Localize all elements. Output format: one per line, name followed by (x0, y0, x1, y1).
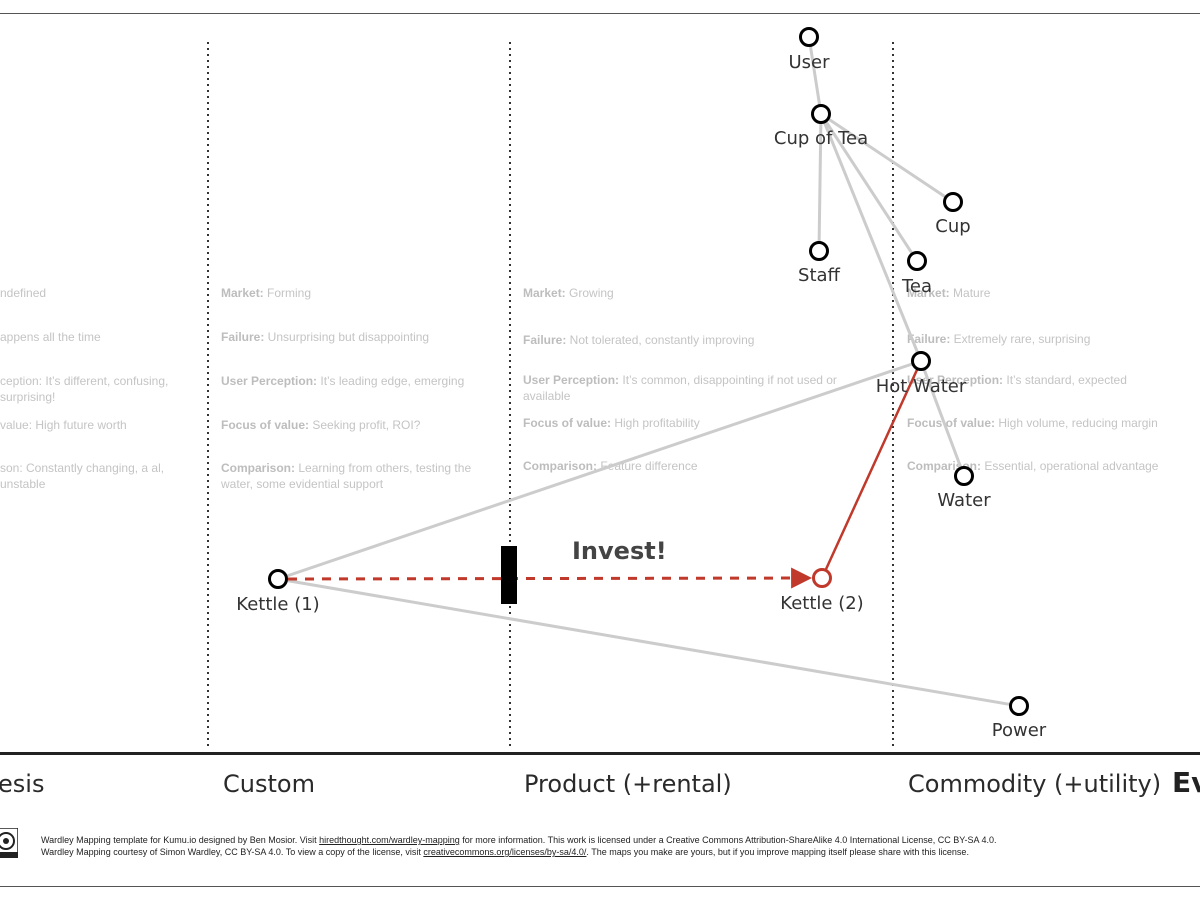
link-cup_of_tea-hot_water (819, 113, 923, 362)
commodity-failure: Failure: Extremely rare, surprising (907, 332, 1091, 346)
node-label-hot-water: Hot Water (875, 376, 967, 397)
stage-label-product: Product (+rental) (524, 770, 732, 798)
link-hot_water-kettle1 (277, 359, 922, 581)
genesis-comparison: son: Constantly changing, a al, unstable (0, 461, 165, 491)
link-kettle1-power (277, 577, 1020, 708)
link-hot_water-water (919, 360, 966, 477)
node-staff[interactable] (809, 241, 829, 261)
genesis-perception: ception: It’s different, confusing, surp… (0, 374, 169, 404)
product-market: Market: Growing (523, 286, 614, 300)
node-label-user: User (788, 52, 830, 73)
link-hot_water-kettle2 (820, 360, 923, 579)
node-label-staff: Staff (798, 265, 840, 286)
node-cup[interactable] (943, 192, 963, 212)
nodes-layer (268, 27, 1029, 716)
genesis-market: ndefined (0, 286, 47, 300)
footer-license-text: Wardley Mapping template for Kumu.io des… (41, 835, 997, 857)
evolution-axis (0, 752, 1200, 755)
node-label-water: Water (937, 490, 991, 511)
node-label-tea: Tea (901, 276, 933, 297)
node-label-kettle1: Kettle (1) (236, 594, 320, 615)
custom-comparison: Comparison: Learning from others, testin… (221, 461, 472, 491)
commodity-market: Market: Mature (907, 286, 991, 300)
link-cup_of_tea-cup (820, 112, 954, 204)
custom-perception: User Perception: It’s leading edge, emer… (221, 374, 465, 388)
node-user[interactable] (799, 27, 819, 47)
stage-label-genesis: esis (0, 770, 45, 798)
product-focus: Focus of value: High profitability (523, 416, 700, 430)
stage-label-commodity: Commodity (+utility) (908, 770, 1162, 798)
node-cup-of-tea[interactable] (811, 104, 831, 124)
node-water[interactable] (954, 466, 974, 486)
invest-annotation: Invest! (572, 537, 667, 565)
node-tea[interactable] (907, 251, 927, 271)
node-kettle2[interactable] (812, 568, 832, 588)
node-hot-water[interactable] (911, 351, 931, 371)
node-label-cup: Cup (935, 216, 971, 237)
creativecommons-link[interactable]: creativecommons.org/licenses/by-sa/4.0/ (423, 847, 587, 857)
frame-top-border (0, 13, 1200, 14)
node-label-kettle2: Kettle (2) (780, 593, 864, 614)
hiredthought-link[interactable]: hiredthought.com/wardley-mapping (319, 835, 460, 845)
product-failure: Failure: Not tolerated, constantly impro… (523, 333, 755, 347)
genesis-focus: value: High future worth (0, 418, 127, 432)
node-label-cup-of-tea: Cup of Tea (773, 128, 869, 149)
link-cup_of_tea-staff (817, 113, 823, 252)
frame-bottom-border (0, 886, 1200, 887)
creative-commons-icon (0, 828, 18, 858)
node-power[interactable] (1009, 696, 1029, 716)
commodity-focus: Focus of value: High volume, reducing ma… (907, 416, 1158, 430)
node-kettle1[interactable] (268, 569, 288, 589)
link-user-cup_of_tea (807, 36, 823, 115)
node-label-power: Power (991, 720, 1047, 741)
link-kettle1-kettle2 (287, 567, 813, 589)
custom-focus: Focus of value: Seeking profit, ROI? (221, 418, 421, 432)
product-perception: User Perception: It’s common, disappoint… (523, 373, 837, 403)
inertia-marker (501, 546, 517, 604)
link-cup_of_tea-tea (819, 113, 919, 262)
custom-failure: Failure: Unsurprising but disappointing (221, 330, 430, 344)
stage-label-custom: Custom (223, 770, 315, 798)
custom-market: Market: Forming (221, 286, 312, 300)
genesis-failure: appens all the time (0, 330, 101, 344)
links-layer (277, 36, 1020, 708)
evolution-axis-title: Ev (1172, 766, 1200, 799)
